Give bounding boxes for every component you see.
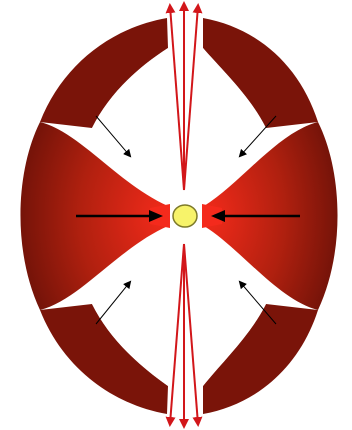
jet-up: [170, 4, 198, 190]
jet-up-line-left: [170, 6, 184, 190]
central-star-icon: [173, 205, 197, 227]
jet-down: [170, 244, 198, 426]
jet-down-line-left: [170, 244, 184, 424]
jet-down-line-right: [184, 244, 198, 424]
jet-up-line-right: [184, 6, 198, 190]
